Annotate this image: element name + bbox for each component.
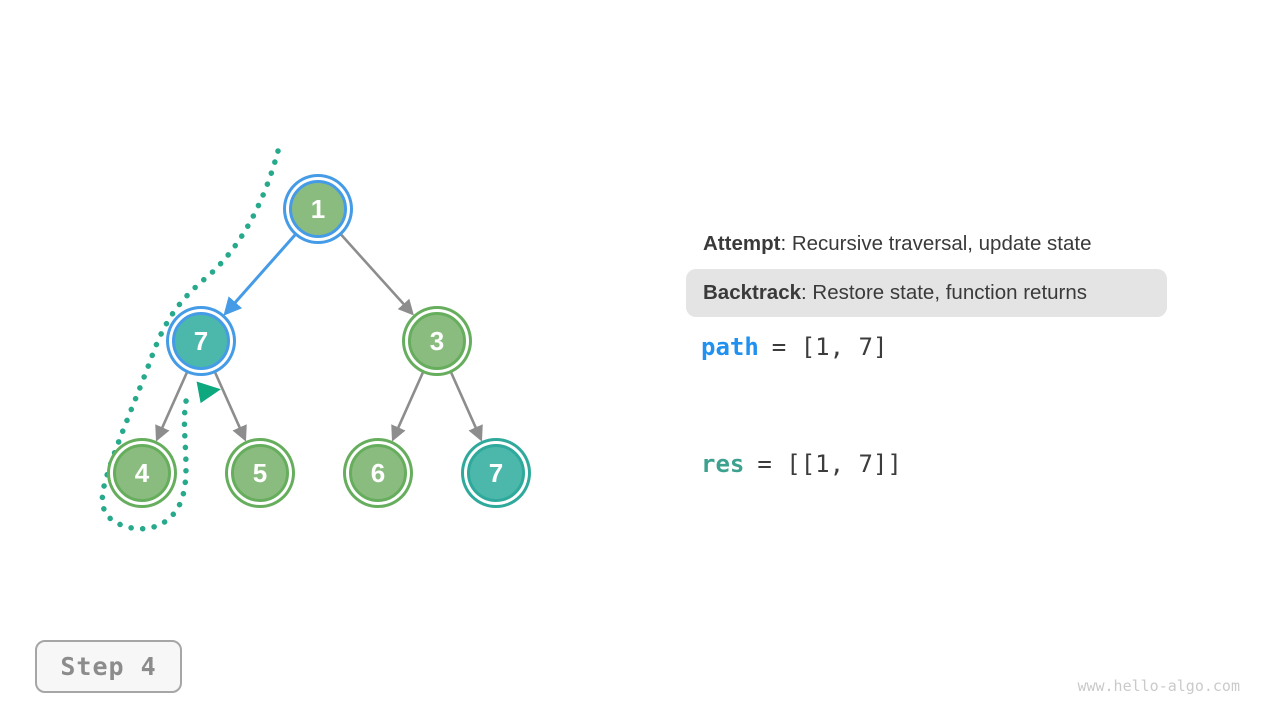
tree-node-3: 3 [408, 312, 466, 370]
path-state-line: path = [1, 7] [701, 333, 887, 361]
edge-1-to-7-active [223, 233, 297, 316]
tree-node-6: 6 [349, 444, 407, 502]
tree-node-root-1: 1 [289, 180, 347, 238]
path-variable-name: path [701, 333, 759, 361]
edge-7-to-5 [213, 371, 247, 442]
tree-node-7-right: 7 [467, 444, 525, 502]
res-state-line: res = [[1, 7]] [701, 450, 902, 478]
tree-node-4: 4 [113, 444, 171, 502]
attempt-text: : Recursive traversal, update state [780, 232, 1092, 255]
backtrack-text: : Restore state, function returns [801, 281, 1088, 304]
backtrack-label: Backtrack [703, 281, 802, 304]
res-variable-value: = [[1, 7]] [757, 450, 902, 478]
node-value: 4 [134, 457, 150, 488]
step-indicator: Step 4 [35, 640, 182, 693]
edge-1-to-3 [339, 233, 414, 316]
traversal-direction-arrow-icon [196, 381, 221, 404]
node-value: 7 [488, 457, 504, 488]
node-value: 7 [193, 325, 209, 356]
node-value: 6 [370, 457, 386, 488]
legend-attempt-line: Attempt: Recursive traversal, update sta… [703, 232, 1092, 256]
path-variable-value: = [1, 7] [771, 333, 888, 361]
edge-3-to-7 [449, 371, 483, 442]
res-variable-name: res [701, 450, 745, 478]
tree-graphics-layer [99, 148, 483, 532]
node-value: 1 [310, 193, 326, 224]
node-value: 5 [252, 457, 268, 488]
legend-backtrack-pill: Backtrack: Restore state, function retur… [686, 269, 1167, 317]
watermark-text: www.hello-algo.com [1077, 677, 1240, 695]
tree-node-7-left: 7 [172, 312, 230, 370]
edge-7-to-4 [155, 371, 189, 442]
tree-node-5: 5 [231, 444, 289, 502]
edge-3-to-6 [391, 371, 425, 442]
attempt-label: Attempt [703, 232, 781, 255]
step-label: Step 4 [60, 652, 157, 681]
node-value: 3 [429, 325, 445, 356]
